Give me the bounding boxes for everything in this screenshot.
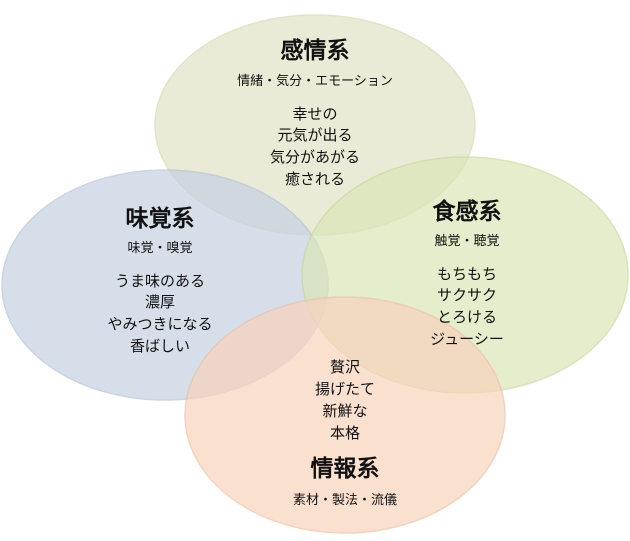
taste-item: うま味のある [115,272,205,290]
taste-subtitle: 味覚・嗅覚 [127,241,192,256]
info-item: 贅沢 [330,358,360,376]
emotion-item: 幸せの [292,105,337,123]
emotion-item: 元気が出る [277,126,352,144]
info-title: 情報系 [311,455,380,482]
taste-item: 香ばしい [130,337,190,355]
texture-title: 食感系 [433,198,502,225]
taste-group: 味覚系 味覚・嗅覚 うま味のある 濃厚 やみつきになる 香ばしい [107,206,212,355]
texture-group: 食感系 触覚・聴覚 もちもち サクサク とろける ジューシー [430,198,504,348]
info-ellipse [184,296,506,534]
info-item: 新鮮な [322,402,367,420]
emotion-title: 感情系 [281,37,350,64]
taste-item: 濃厚 [145,293,175,311]
info-item: 揚げたて [315,380,375,398]
emotion-item: 癒される [285,170,345,188]
texture-item: ジューシー [430,330,504,348]
texture-subtitle: 触覚・聴覚 [434,234,499,249]
venn-ellipses [1,14,629,534]
texture-item: サクサク [437,286,497,304]
emotion-item: 気分があがる [270,148,360,166]
texture-item: とろける [437,308,497,326]
emotion-subtitle: 情緒・気分・エモーション [237,73,393,89]
texture-item: もちもち [437,265,497,283]
info-item: 本格 [330,424,360,442]
info-subtitle: 素材・製法・流儀 [293,493,397,508]
taste-item: やみつきになる [107,315,212,333]
emotion-group: 感情系 情緒・気分・エモーション 幸せの 元気が出る 気分があがる 癒される [237,37,393,188]
taste-title: 味覚系 [126,206,195,232]
info-group: 贅沢 揚げたて 新鮮な 本格 情報系 素材・製法・流儀 [293,358,397,508]
